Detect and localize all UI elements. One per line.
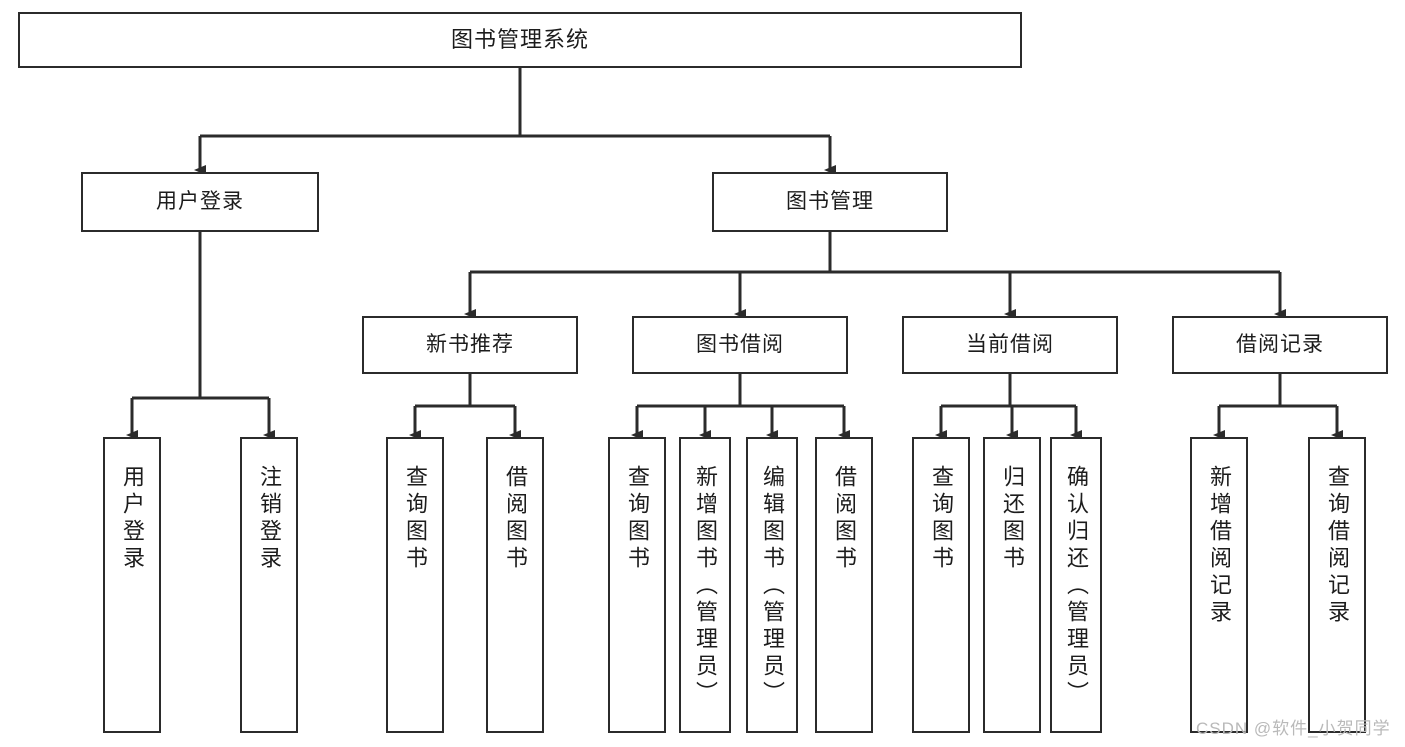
node-label: 新书推荐 bbox=[426, 332, 514, 356]
node-borrow-record[interactable]: 借阅记录 bbox=[1172, 316, 1388, 374]
node-label: 图书借阅 bbox=[696, 332, 784, 356]
node-leaf-add-book[interactable]: 新增图书（管理员） bbox=[679, 437, 731, 733]
node-label: 查询图书 bbox=[929, 465, 954, 573]
node-book-borrow[interactable]: 图书借阅 bbox=[632, 316, 848, 374]
node-leaf-confirm-return[interactable]: 确认归还（管理员） bbox=[1050, 437, 1102, 733]
node-label: 当前借阅 bbox=[966, 332, 1054, 356]
node-leaf-query-book-2[interactable]: 查询图书 bbox=[608, 437, 666, 733]
csdn-watermark: CSDN @软件_小贺同学 bbox=[1196, 719, 1391, 738]
node-leaf-edit-book[interactable]: 编辑图书（管理员） bbox=[746, 437, 798, 733]
node-label: 图书管理系统 bbox=[450, 27, 589, 53]
node-label: 查询借阅记录 bbox=[1325, 465, 1350, 627]
node-book-manage[interactable]: 图书管理 bbox=[712, 172, 948, 232]
node-leaf-logout[interactable]: 注销登录 bbox=[240, 437, 298, 733]
node-user-login[interactable]: 用户登录 bbox=[81, 172, 319, 232]
node-label: 用户登录 bbox=[156, 189, 244, 213]
node-root[interactable]: 图书管理系统 bbox=[18, 12, 1022, 68]
node-leaf-add-record[interactable]: 新增借阅记录 bbox=[1190, 437, 1248, 733]
node-current-borrow[interactable]: 当前借阅 bbox=[902, 316, 1118, 374]
node-label: 借阅记录 bbox=[1236, 332, 1324, 356]
node-new-book-recommend[interactable]: 新书推荐 bbox=[362, 316, 578, 374]
node-label: 图书管理 bbox=[786, 189, 874, 213]
node-label: 编辑图书（管理员） bbox=[760, 465, 785, 708]
node-label: 注销登录 bbox=[257, 465, 282, 573]
node-label: 新增借阅记录 bbox=[1207, 465, 1232, 627]
node-leaf-borrow-book-1[interactable]: 借阅图书 bbox=[486, 437, 544, 733]
node-leaf-query-record[interactable]: 查询借阅记录 bbox=[1308, 437, 1366, 733]
node-label: 借阅图书 bbox=[503, 465, 528, 573]
node-label: 查询图书 bbox=[403, 465, 428, 573]
node-label: 查询图书 bbox=[625, 465, 650, 573]
node-label: 用户登录 bbox=[120, 465, 145, 573]
node-label: 新增图书（管理员） bbox=[693, 465, 718, 708]
node-label: 借阅图书 bbox=[832, 465, 857, 573]
node-leaf-query-book-3[interactable]: 查询图书 bbox=[912, 437, 970, 733]
node-leaf-query-book-1[interactable]: 查询图书 bbox=[386, 437, 444, 733]
node-leaf-return-book[interactable]: 归还图书 bbox=[983, 437, 1041, 733]
node-label: 归还图书 bbox=[1000, 465, 1025, 573]
node-leaf-user-login[interactable]: 用户登录 bbox=[103, 437, 161, 733]
node-leaf-borrow-book-2[interactable]: 借阅图书 bbox=[815, 437, 873, 733]
node-label: 确认归还（管理员） bbox=[1064, 465, 1089, 708]
